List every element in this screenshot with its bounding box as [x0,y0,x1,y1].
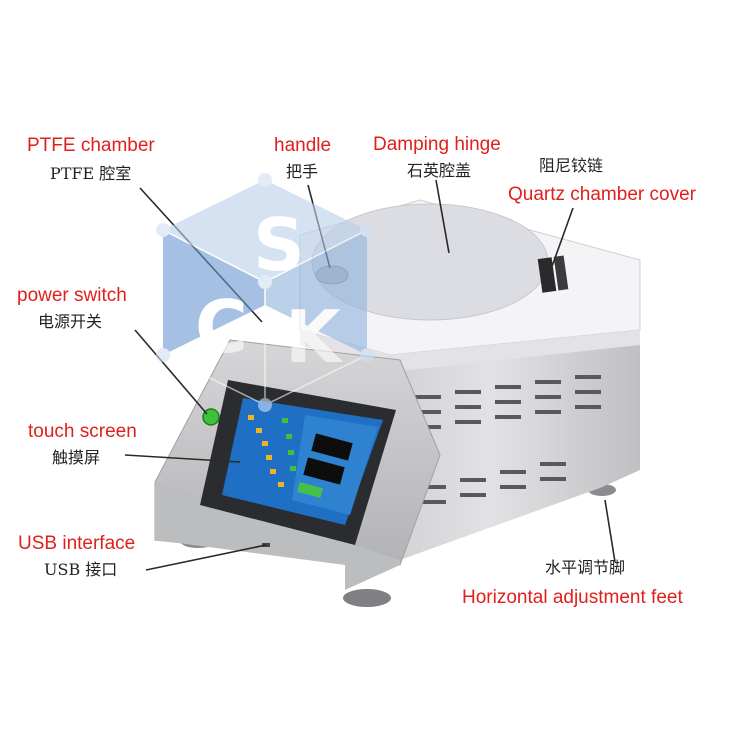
label-power-switch-zh: 电源开关 [38,312,103,331]
label-touch-screen-zh: 触摸屏 [52,448,101,467]
label-usb-interface-zh: USB 接口 [44,560,118,579]
label-ptfe-chamber-zh: PTFE 腔室 [50,164,132,183]
watermark-letter-k: K [285,295,343,379]
label-damping-hinge-en: Damping hinge [373,134,501,155]
label-power-switch-en: power switch [17,285,127,306]
label-damping-hinge-zh: 阻尼铰链 [539,156,604,175]
watermark-letter-s: S [253,203,305,287]
label-ptfe-chamber-en: PTFE chamber [27,135,155,156]
label-handle-en: handle [274,135,332,156]
label-quartz-cover-en: Quartz chamber cover [508,184,696,205]
label-handle-zh: 把手 [286,162,319,181]
label-usb-interface-en: USB interface [18,533,136,554]
label-adjust-feet-en: Horizontal adjustment feet [462,587,683,608]
label-quartz-cover-zh: 石英腔盖 [407,161,472,180]
watermark-letter-c: C [195,285,248,369]
label-adjust-feet-zh: 水平调节脚 [545,558,626,577]
sck-watermark: S C K [156,173,374,412]
label-touch-screen-en: touch screen [28,421,137,442]
touch-screen-display [222,398,383,525]
